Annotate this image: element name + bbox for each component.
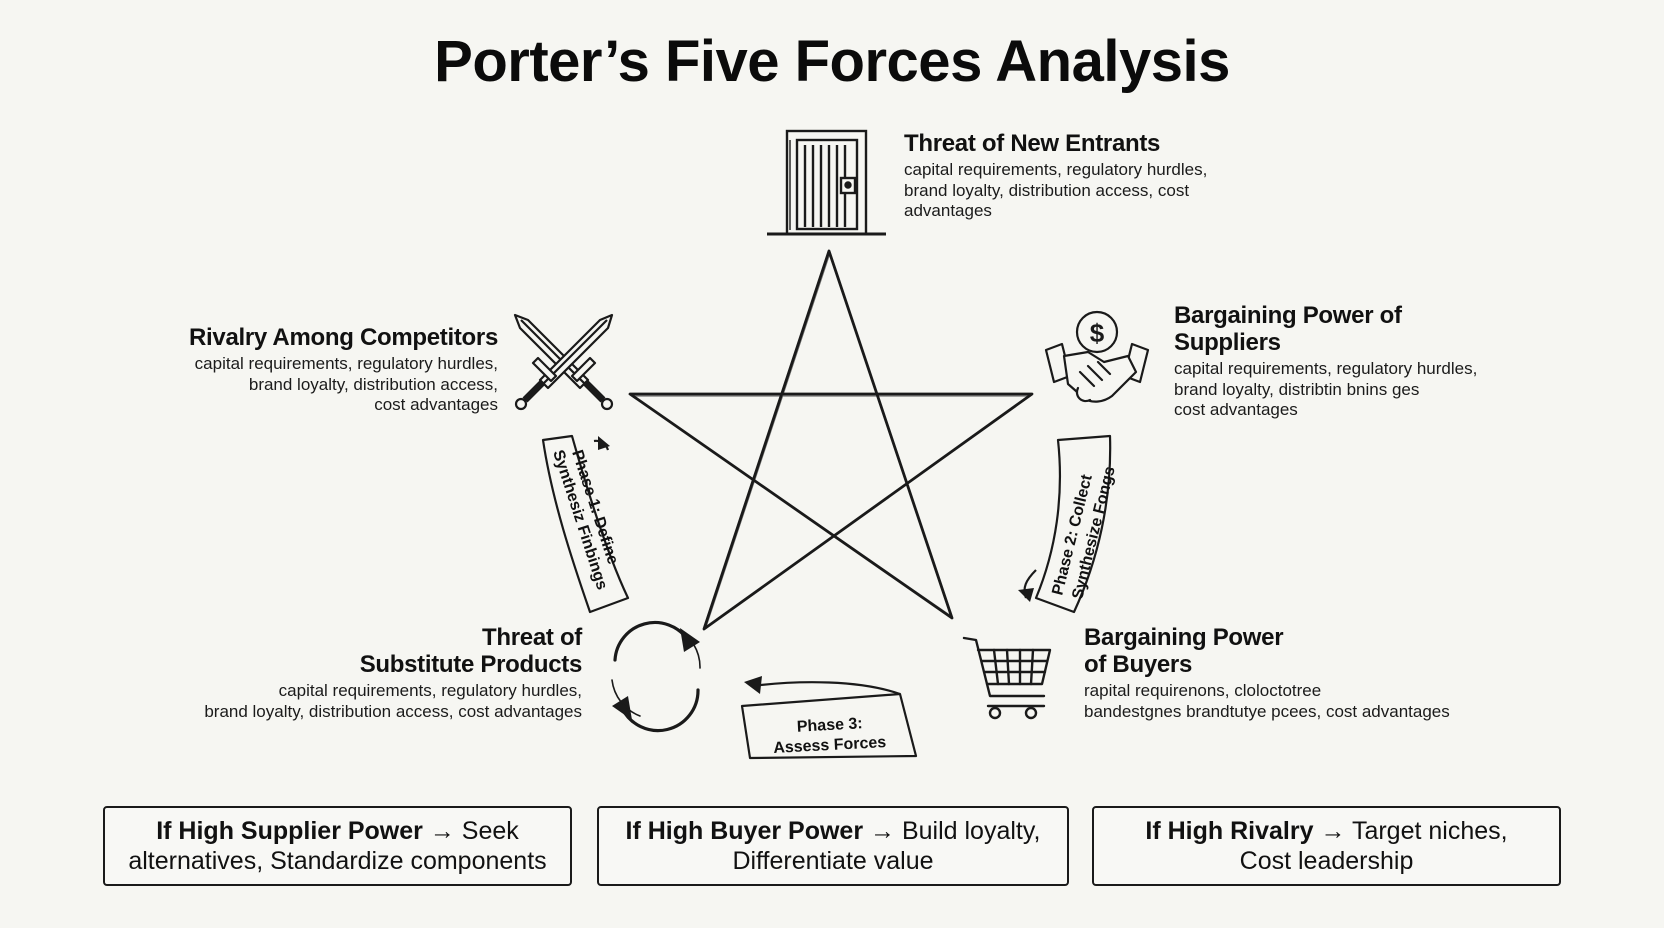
arrow-icon: → (870, 817, 896, 845)
phase-3-line-1: Phase 3: (796, 715, 863, 735)
shopping-cart-icon (962, 636, 1052, 720)
desc-line: capital requirements, regulatory hurdles… (194, 354, 498, 373)
rec-action: Seek (461, 817, 519, 845)
force-title-new-entrants: Threat of New Entrants (904, 130, 1161, 157)
rec-condition: If High Rivalry (1145, 817, 1314, 845)
force-buyers: Bargaining Power of Buyers rapital requi… (1084, 624, 1504, 722)
force-suppliers: Bargaining Power of Suppliers capital re… (1174, 302, 1534, 421)
rec-action-line-2: Cost leadership (1239, 847, 1414, 875)
title-line: Threat of (482, 624, 582, 651)
desc-line: advantages (904, 201, 992, 220)
phase-3-line-2: Assess Forces (773, 734, 887, 757)
force-desc-rivalry: capital requirements, regulatory hurdles… (138, 354, 498, 416)
title-line: Bargaining Power (1084, 624, 1284, 651)
recommendation-buyer-power: If High Buyer Power → Build loyalty, Dif… (597, 806, 1069, 886)
desc-line: brand loyalty, distribution access, cost… (204, 701, 582, 721)
desc-line: cost advantages (374, 395, 498, 414)
desc-line: cost advantages (1174, 400, 1298, 419)
rec-condition: If High Supplier Power (156, 817, 423, 845)
force-desc-buyers: rapital requirenons, cloloctotree bandes… (1084, 681, 1504, 722)
recommendation-rivalry: If High Rivalry → Target niches, Cost le… (1092, 806, 1561, 886)
cycle-arrows-icon (611, 620, 701, 733)
phase-1-banner: Phase 1: Define Synthesiz Finbings (541, 434, 630, 614)
phase-2-banner: Phase 2: Collect Synthesize Fongs (1018, 434, 1119, 614)
force-title-suppliers: Bargaining Power of Suppliers (1174, 302, 1534, 356)
force-title-buyers: Bargaining Power of Buyers (1084, 624, 1504, 678)
force-title-substitutes: Threat of Substitute Products (162, 624, 583, 678)
door-icon (767, 129, 886, 236)
desc-line: capital requirements, regulatory hurdles… (904, 160, 1208, 179)
phase-3-banner: Phase 3: Assess Forces (740, 676, 918, 760)
force-desc-suppliers: capital requirements, regulatory hurdles… (1174, 359, 1534, 421)
force-desc-substitutes: capital requirements, regulatory hurdles… (162, 681, 582, 722)
desc-line: bandestgnes brandtutye pcees, cost advan… (1084, 701, 1450, 721)
rec-action-line-2: alternatives, Standardize components (128, 847, 547, 875)
desc-line: capital requirements, regulatory hurdles… (278, 681, 582, 700)
handshake-dollar-icon: $ (1044, 310, 1150, 403)
title-line: of Buyers (1084, 651, 1192, 678)
desc-line: brand loyalty, distribution access, cost (904, 180, 1190, 200)
crossed-swords-icon (513, 313, 614, 411)
svg-text:$: $ (1090, 318, 1105, 348)
rec-action: Build loyalty, (901, 817, 1041, 845)
title-line: Suppliers (1174, 329, 1281, 356)
arrow-icon: → (1320, 817, 1346, 845)
arrow-icon: → (429, 817, 455, 845)
recommendation-supplier-power: If High Supplier Power → Seek alternativ… (103, 806, 572, 886)
force-desc-new-entrants: capital requirements, regulatory hurdles… (904, 160, 1264, 222)
desc-line: capital requirements, regulatory hurdles… (1174, 359, 1478, 378)
rec-condition: If High Buyer Power (625, 817, 864, 845)
title-line: Bargaining Power of (1174, 302, 1402, 329)
force-rivalry: Rivalry Among Competitors capital requir… (138, 324, 498, 416)
desc-line: brand loyalty, distribution access, (248, 374, 498, 394)
rec-action-line-2: Differentiate value (732, 847, 934, 875)
title-line: Substitute Products (359, 651, 583, 678)
pentagram-star (628, 249, 1034, 631)
desc-line: brand loyalty, distribtin bnins ges (1174, 379, 1420, 399)
page-title: Porter’s Five Forces Analysis (434, 29, 1230, 94)
desc-line: rapital requirenons, cloloctotree (1084, 681, 1322, 700)
force-substitutes: Threat of Substitute Products capital re… (162, 624, 582, 722)
force-new-entrants: Threat of New Entrants capital requireme… (904, 130, 1264, 222)
force-title-rivalry: Rivalry Among Competitors (189, 324, 498, 351)
rec-action: Target niches, (1351, 817, 1508, 845)
